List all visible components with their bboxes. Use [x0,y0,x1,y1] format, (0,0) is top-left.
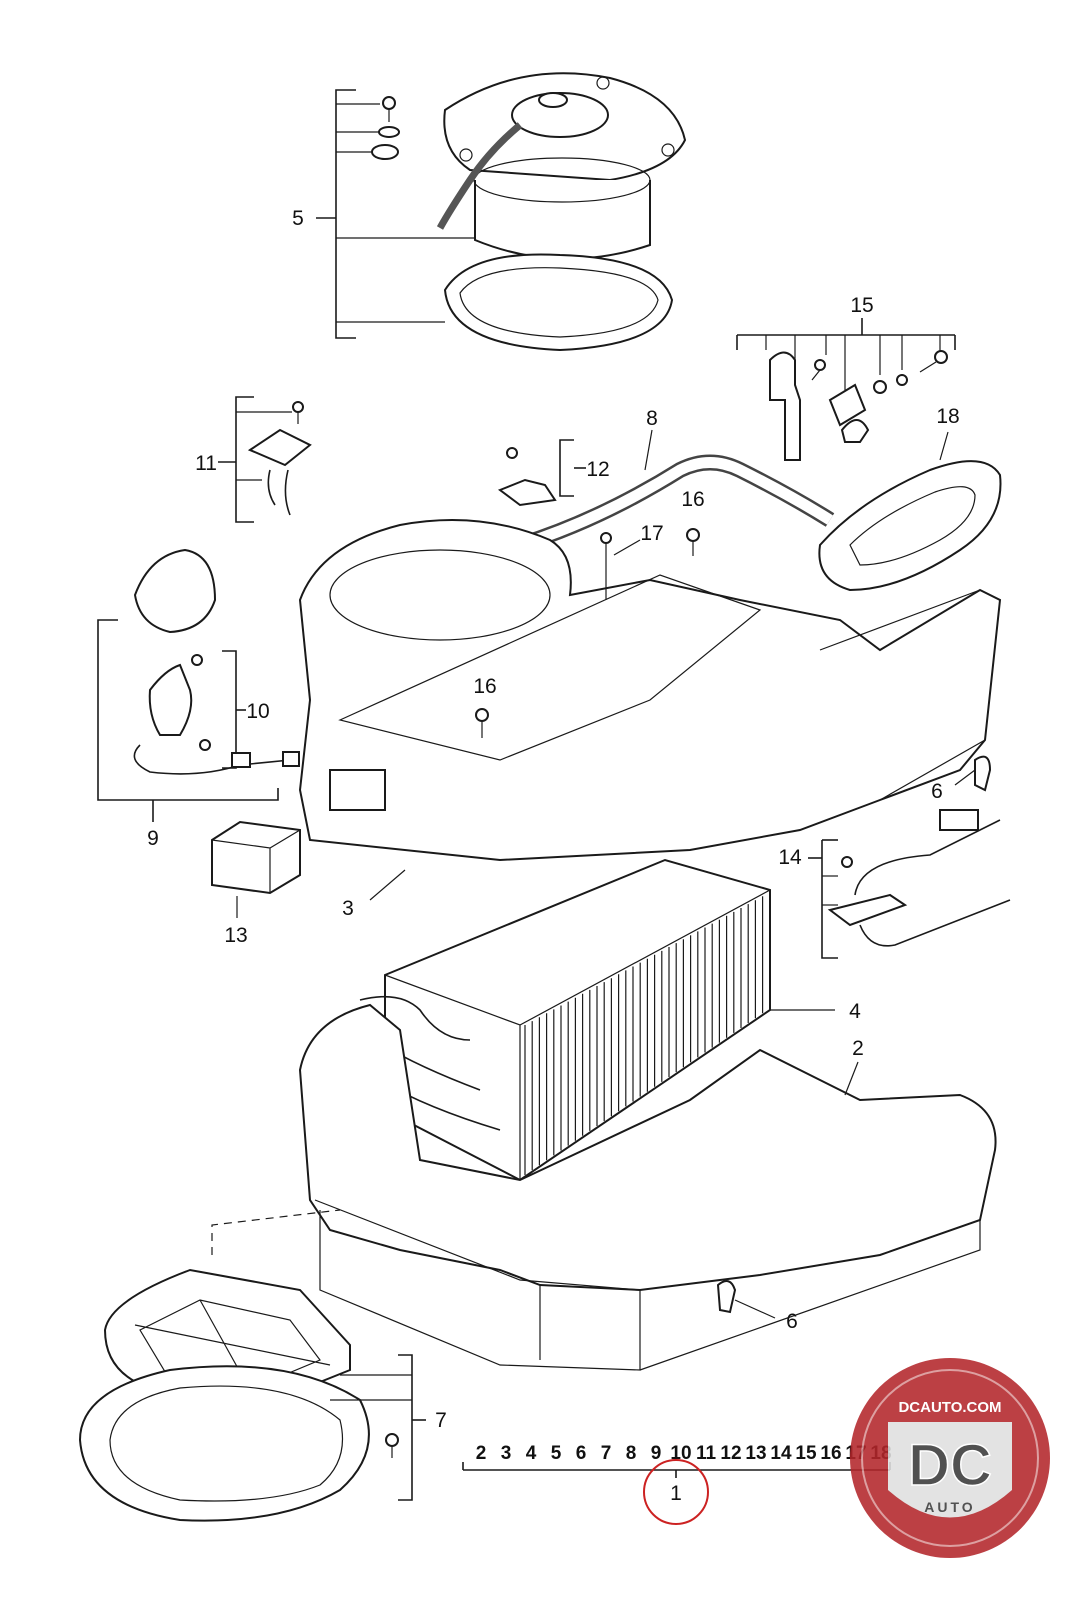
part-label-5: 5 [292,207,304,230]
part-label-14: 14 [778,846,802,869]
assembly-key: 23456789101112131415161718 1 [462,1443,892,1525]
clip-and-sensor [808,755,1011,959]
part-label-11: 11 [195,452,217,475]
upper-housing [298,519,1002,901]
dcauto-watermark-logo: DCAUTO.COM DC AUTO [850,1358,1050,1558]
foam-block [211,820,301,918]
assembly-subpart-7: 7 [601,1443,612,1464]
assembly-subpart-13: 13 [745,1443,766,1464]
assembly-subpart-6: 6 [576,1443,587,1464]
part-label-3: 3 [342,897,354,920]
core-fins [524,896,764,1175]
logo-shield [888,1422,1012,1518]
part-label-1: 1 [670,1482,682,1505]
assembly-subpart-5: 5 [551,1443,562,1464]
part-label-8: 8 [646,407,658,430]
valve-sensor-assembly [97,548,300,822]
part-label-6-lower: 6 [786,1310,798,1333]
foam-seal-ring [818,431,1002,592]
part-label-15: 15 [850,294,873,317]
small-hardware [218,396,700,738]
blower-motor-assembly [316,72,687,352]
assembly-subpart-2: 2 [476,1443,487,1464]
part-label-17: 17 [640,522,663,545]
grille-filter-assembly [78,1209,426,1522]
highlight-circle [643,1459,709,1525]
part-label-9: 9 [147,827,159,850]
heat-exchanger-core [349,858,835,1182]
part-label-10: 10 [246,700,269,723]
logo-site-text: DCAUTO.COM [898,1399,1001,1416]
part-label-6-upper: 6 [931,780,943,803]
part-label-7: 7 [435,1409,447,1432]
logo-main-text: DC [908,1433,992,1498]
clip-lower [716,1280,776,1319]
lower-housing [298,1003,997,1371]
assembly-subpart-9: 9 [651,1443,662,1464]
assembly-subpart-11: 11 [696,1443,717,1464]
assembly-subpart-14: 14 [770,1443,792,1464]
bracket-fastener-set [736,318,956,461]
assembly-subpart-12: 12 [720,1443,741,1464]
part-label-13: 13 [224,924,247,947]
assembly-subpart-4: 4 [526,1443,537,1464]
assembly-subpart-3: 3 [501,1443,512,1464]
logo-sub-text: AUTO [924,1499,975,1515]
assembly-subpart-8: 8 [626,1443,637,1464]
assembly-subpart-10: 10 [670,1443,691,1464]
part-label-16-lower: 16 [473,675,496,698]
assembly-subpart-15: 15 [795,1443,817,1464]
part-label-18: 18 [936,405,959,428]
part-label-2: 2 [852,1037,864,1060]
part-labels: 2 3 4 5 6 6 7 8 9 10 11 12 13 14 15 16 1… [147,207,960,1432]
part-label-12: 12 [586,458,609,481]
part-label-4: 4 [849,1000,861,1023]
assembly-subpart-16: 16 [820,1443,841,1464]
part-label-16-upper: 16 [681,488,704,511]
